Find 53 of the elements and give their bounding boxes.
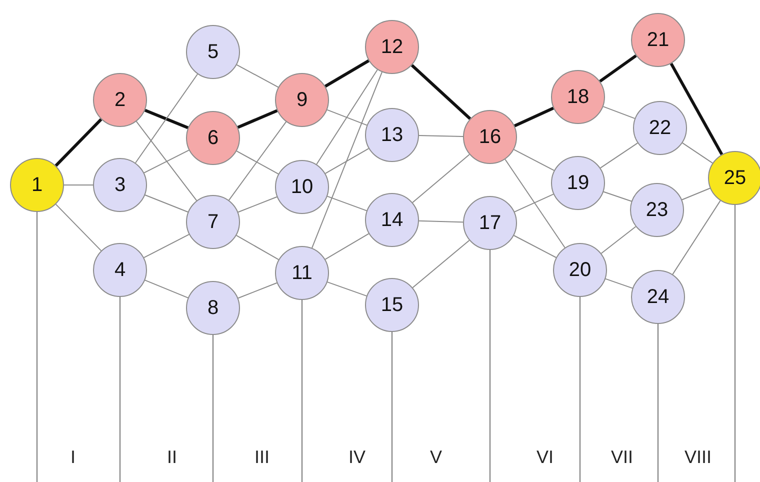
connector-line	[603, 191, 632, 202]
connector-line	[513, 235, 557, 258]
stage-label: VI	[536, 446, 554, 469]
connector-line	[600, 142, 638, 168]
connector-line	[602, 106, 636, 119]
connector-line	[236, 234, 280, 260]
connector-line	[312, 72, 382, 248]
stage-label: VII	[611, 446, 633, 469]
connector-line	[55, 204, 102, 252]
connector-line	[236, 150, 279, 174]
connector-line	[682, 142, 714, 164]
connector-line	[316, 69, 378, 165]
connector-line	[237, 109, 278, 129]
connector-line	[599, 54, 637, 83]
connector-line	[412, 154, 470, 204]
stage-label: I	[70, 446, 76, 469]
connector-line	[324, 148, 370, 174]
stage-label: III	[254, 446, 270, 469]
connector-line	[54, 118, 102, 167]
stage-label: V	[430, 446, 442, 469]
connector-line	[144, 234, 190, 258]
connector-line	[324, 59, 370, 88]
connector-line	[144, 194, 188, 213]
connector-line	[412, 240, 470, 288]
stage-label: IV	[348, 446, 366, 469]
connector-line	[418, 220, 464, 223]
connector-line	[324, 233, 370, 260]
connector-line	[514, 106, 554, 128]
connector-line	[418, 135, 464, 137]
connector-line	[236, 64, 279, 88]
connector-line	[672, 200, 721, 275]
stage-label: VIII	[684, 446, 712, 469]
connector-line	[326, 282, 368, 296]
connector-line	[64, 184, 94, 186]
connector-line	[670, 62, 724, 156]
stage-label: II	[167, 446, 177, 469]
connector-line	[238, 282, 278, 299]
connector-line	[238, 196, 278, 213]
connector-line	[144, 280, 188, 298]
connector-line	[605, 278, 633, 289]
connector-line	[326, 196, 368, 212]
connector-line	[514, 194, 554, 212]
connector-line	[681, 188, 711, 200]
connector-line	[513, 149, 555, 171]
connector-line	[144, 108, 189, 130]
connector-line	[504, 158, 566, 248]
connector-line	[326, 109, 368, 126]
connector-line	[136, 120, 198, 202]
connector-line	[600, 226, 636, 254]
connector-line	[144, 150, 190, 174]
connector-line	[228, 121, 287, 201]
connector-line	[134, 74, 198, 164]
connector-line	[410, 64, 472, 120]
